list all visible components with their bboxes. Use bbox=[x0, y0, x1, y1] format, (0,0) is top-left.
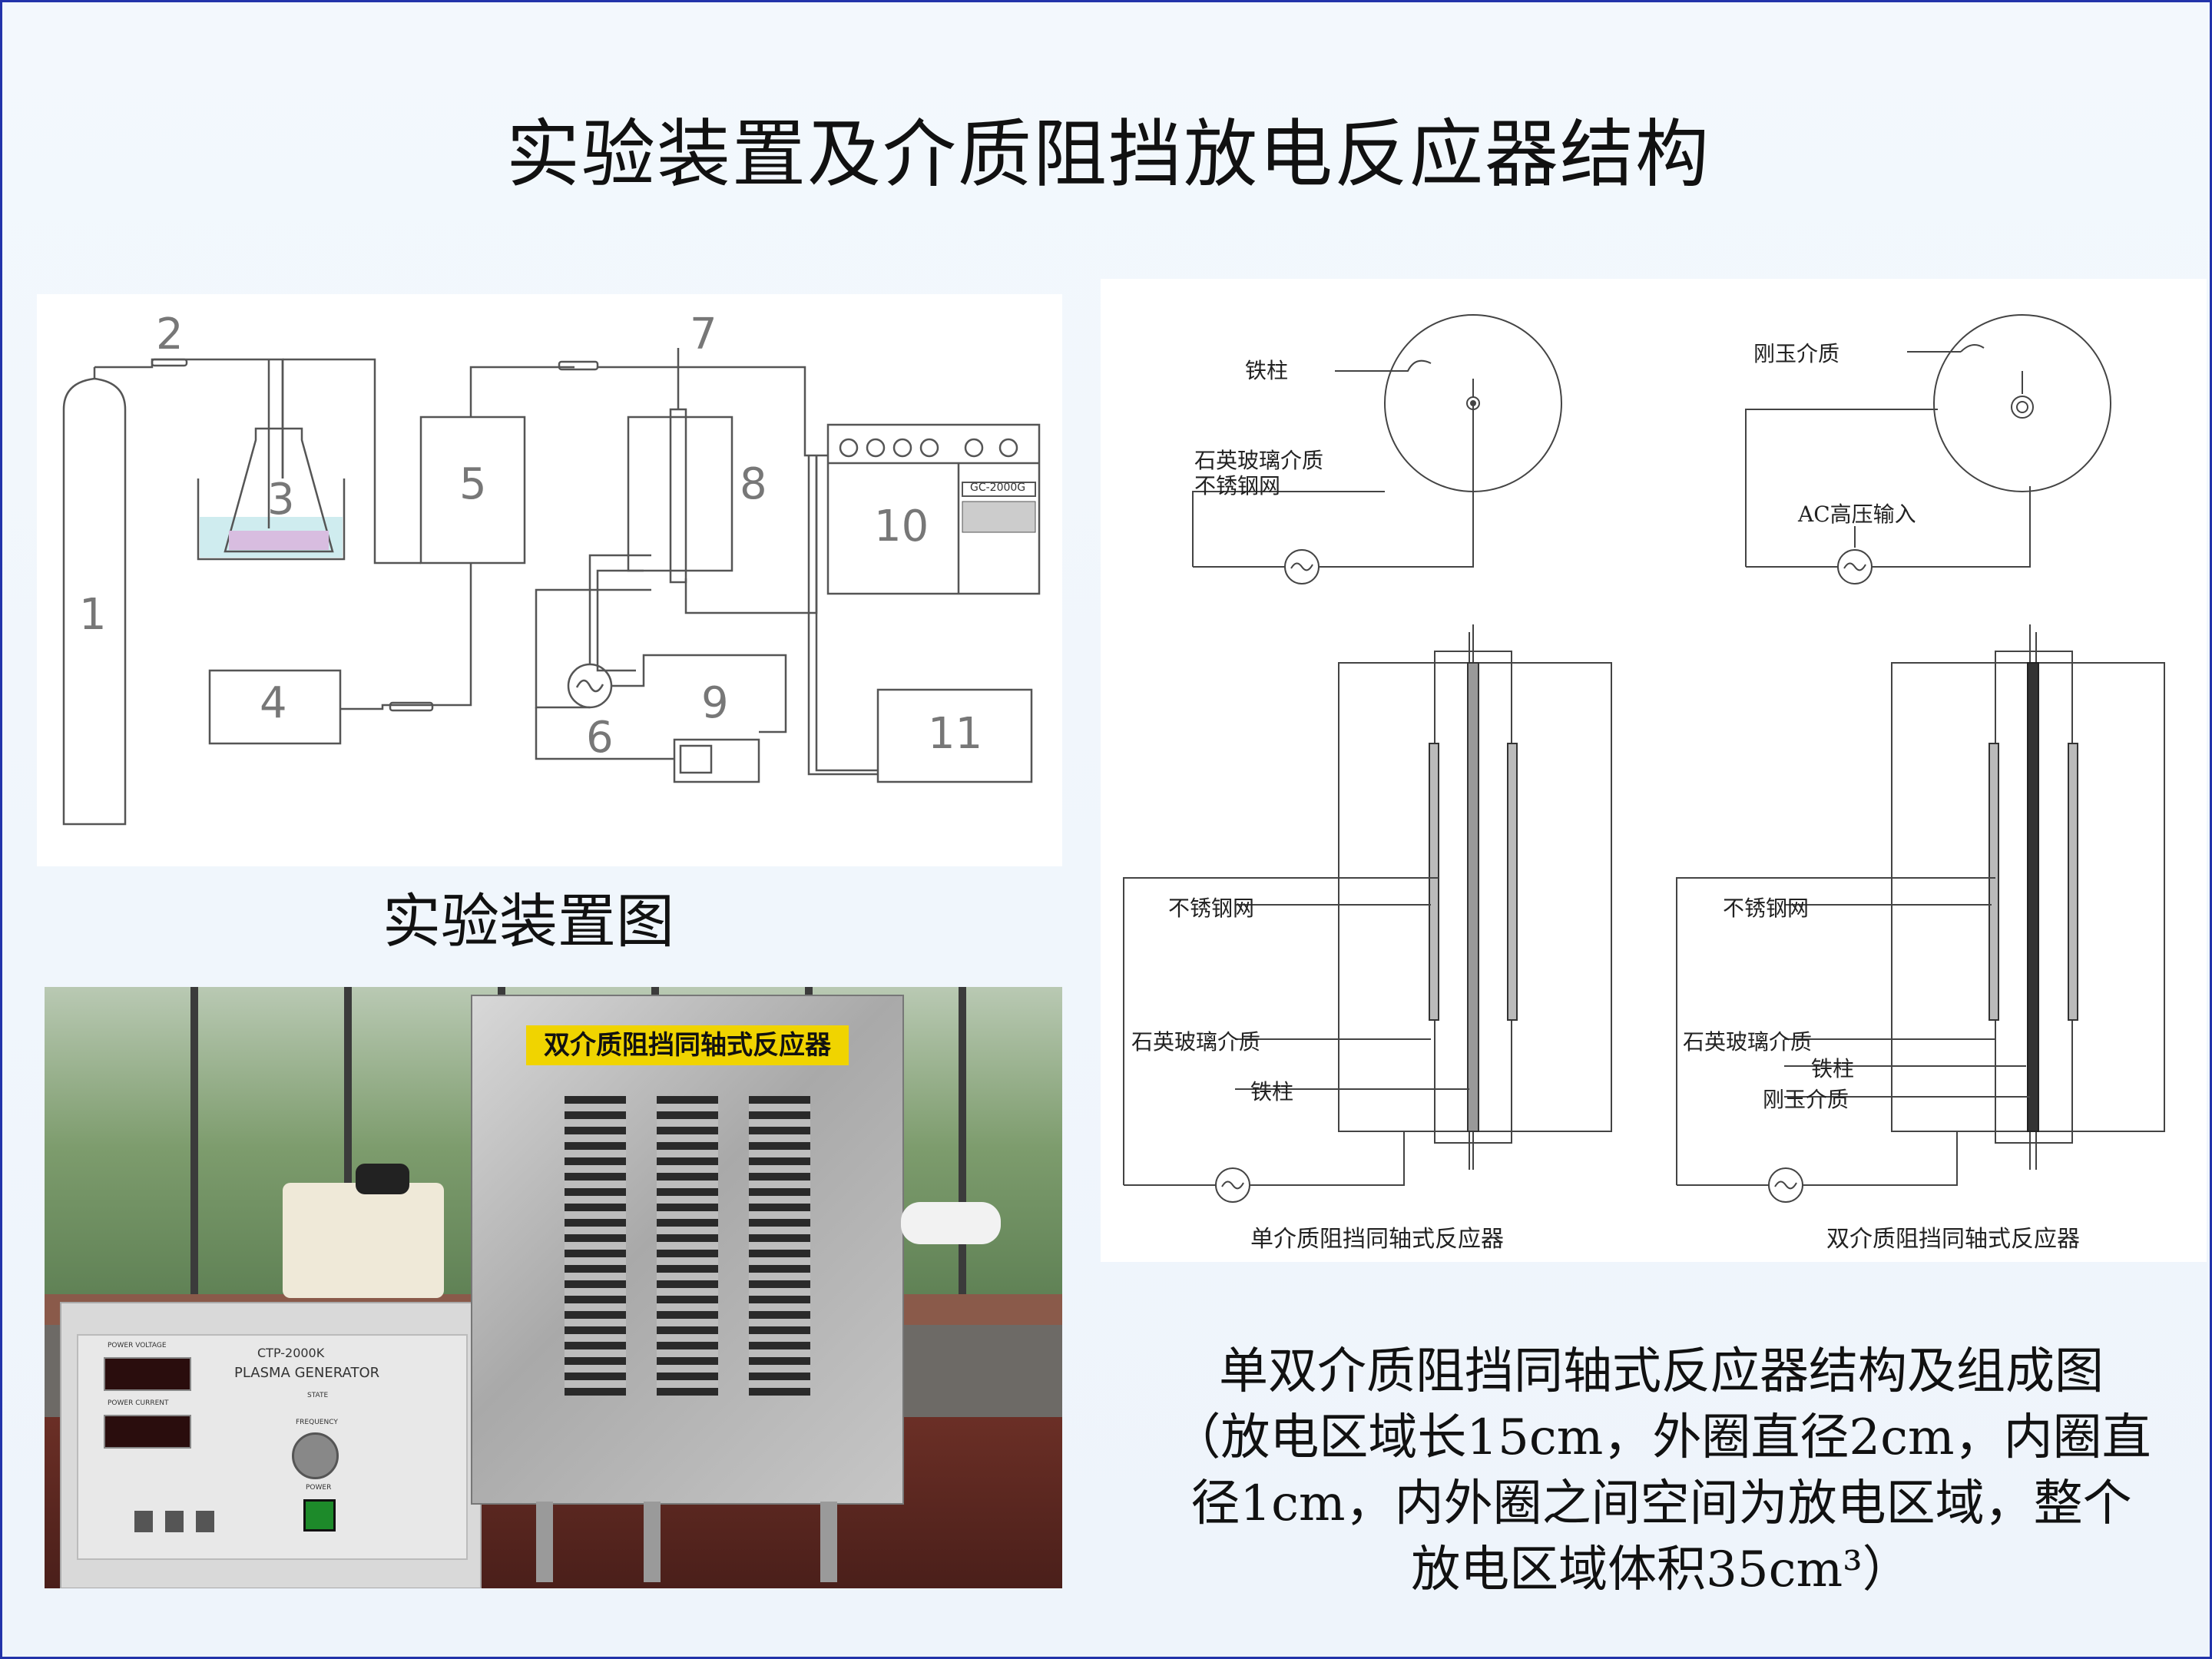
photo-reactor-leg-mid bbox=[644, 1502, 661, 1582]
setup-number-10: 10 bbox=[874, 502, 929, 551]
generator-terminals bbox=[134, 1511, 219, 1532]
photo-reactor-tube bbox=[901, 1202, 1001, 1244]
setup-number-6: 6 bbox=[586, 713, 614, 763]
label-ac-input: AC高压输入 bbox=[1798, 502, 1916, 527]
reactor-vent-right bbox=[749, 1096, 810, 1396]
label-iron-rod-right: 铁柱 bbox=[1811, 1056, 1855, 1081]
reactor-caption-line-2: （放电区域长15cm，外圈直径2cm，内圈直 bbox=[1171, 1409, 2151, 1466]
generator-label-voltage: POWER VOLTAGE bbox=[108, 1342, 167, 1349]
reactor-caption-line-4: 放电区域体积35cm³） bbox=[1411, 1541, 1912, 1598]
reactor-caption-line-1: 单双介质阻挡同轴式反应器结构及组成图 bbox=[1219, 1343, 2104, 1400]
caption-double-reactor: 双介质阻挡同轴式反应器 bbox=[1826, 1226, 2080, 1253]
label-quartz-right: 石英玻璃介质 bbox=[1683, 1029, 1813, 1055]
label-mesh-right: 不锈钢网 bbox=[1723, 896, 1810, 921]
reactor-diagram-panel: 铁柱 石英玻璃介质 不锈钢网 刚玉介质 AC高压输入 不锈钢网 石英玻璃介质 铁… bbox=[1101, 279, 2207, 1262]
setup-number-4: 4 bbox=[260, 678, 287, 728]
reactor-photo: CTP-2000K PLASMA GENERATOR POWER VOLTAGE… bbox=[45, 987, 1062, 1588]
setup-diagram-panel: 1 2 3 4 5 6 7 8 9 10 11 GC-2000G bbox=[37, 294, 1062, 866]
label-mesh-left: 不锈钢网 bbox=[1168, 896, 1255, 921]
slide-title: 实验装置及介质阻挡放电反应器结构 bbox=[506, 111, 1710, 197]
photo-reactor-leg-right bbox=[820, 1502, 837, 1582]
reactor-caption: 单双介质阻挡同轴式反应器结构及组成图 （放电区域长15cm，外圈直径2cm，内圈… bbox=[1139, 1339, 2184, 1603]
reactor-caption-line-3: 径1cm，内外圈之间空间为放电区域，整个 bbox=[1190, 1475, 2132, 1532]
setup-number-11: 11 bbox=[928, 709, 983, 759]
generator-label-frequency: FREQUENCY bbox=[296, 1419, 338, 1426]
setup-number-7: 7 bbox=[690, 310, 717, 359]
label-corundum-right: 刚玉介质 bbox=[1763, 1087, 1849, 1112]
photo-variac-knob bbox=[356, 1164, 409, 1194]
gc-device-label: GC-2000G bbox=[970, 482, 1026, 494]
generator-label-state: STATE bbox=[307, 1392, 329, 1399]
setup-number-5: 5 bbox=[459, 459, 487, 509]
reactor-vent-middle bbox=[657, 1096, 718, 1396]
label-quartz-left: 石英玻璃介质 bbox=[1131, 1029, 1261, 1055]
generator-label-current: POWER CURRENT bbox=[108, 1399, 169, 1407]
setup-number-1: 1 bbox=[79, 590, 107, 640]
photo-generator: CTP-2000K PLASMA GENERATOR POWER VOLTAGE… bbox=[60, 1302, 482, 1588]
setup-caption: 实验装置图 bbox=[382, 887, 674, 955]
reactor-sign: 双介质阻挡同轴式反应器 bbox=[526, 1025, 849, 1065]
setup-number-3: 3 bbox=[267, 475, 295, 525]
setup-number-9: 9 bbox=[701, 678, 729, 728]
setup-number-8: 8 bbox=[740, 459, 767, 509]
generator-label-power: POWER bbox=[306, 1484, 332, 1492]
reactor-vent-left bbox=[565, 1096, 626, 1396]
caption-single-reactor: 单介质阻挡同轴式反应器 bbox=[1250, 1226, 1504, 1253]
label-mesh-top: 不锈钢网 bbox=[1194, 473, 1281, 498]
label-quartz-top: 石英玻璃介质 bbox=[1194, 448, 1324, 473]
label-corundum-top: 刚玉介质 bbox=[1753, 341, 1840, 366]
photo-reactor-leg-left bbox=[536, 1502, 553, 1582]
label-iron-rod-top: 铁柱 bbox=[1245, 358, 1289, 383]
current-display bbox=[104, 1415, 191, 1449]
reactor-diagram bbox=[1123, 314, 2165, 1203]
generator-name: PLASMA GENERATOR bbox=[234, 1365, 380, 1381]
setup-diagram bbox=[62, 348, 1041, 826]
photo-reactor-box: 双介质阻挡同轴式反应器 bbox=[471, 995, 904, 1505]
generator-model: CTP-2000K bbox=[257, 1346, 325, 1360]
label-iron-rod-left: 铁柱 bbox=[1250, 1079, 1294, 1104]
power-switch bbox=[303, 1499, 336, 1532]
photo-variac bbox=[283, 1183, 444, 1298]
voltage-display bbox=[104, 1357, 191, 1391]
frequency-knob bbox=[292, 1432, 339, 1479]
setup-number-2: 2 bbox=[156, 310, 184, 359]
